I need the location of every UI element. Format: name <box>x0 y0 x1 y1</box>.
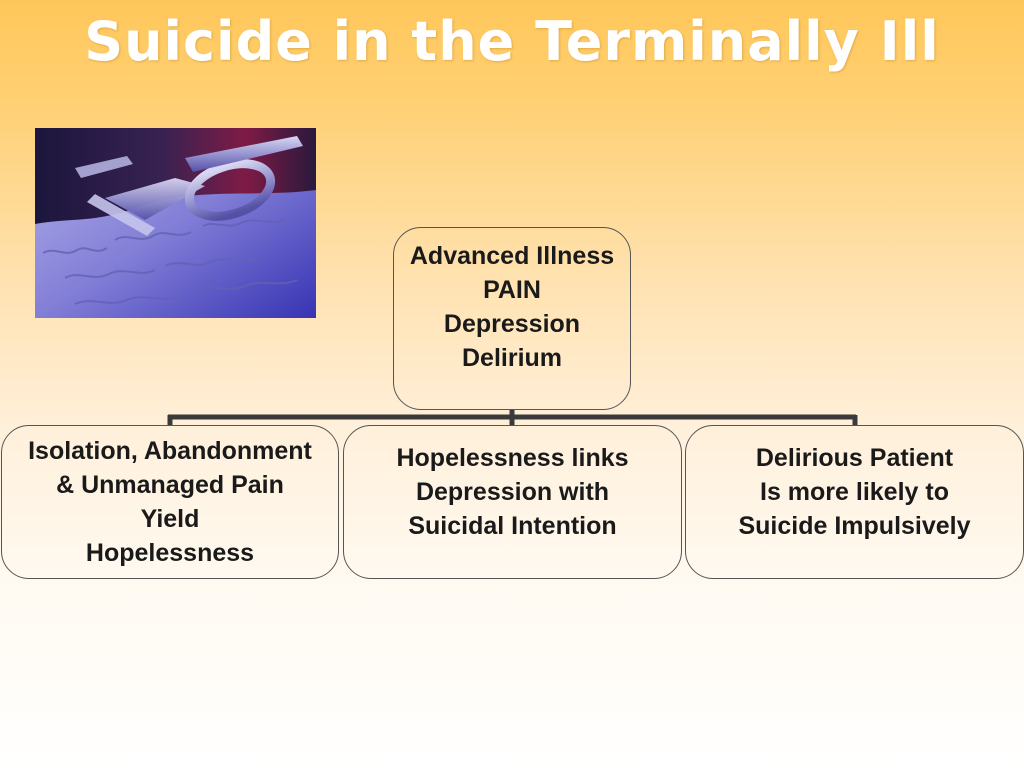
root-line-4: Delirium <box>461 344 563 372</box>
child-2-line-3: Suicidal Intention <box>408 512 617 540</box>
child-2-line-1: Hopelessness links <box>396 444 629 472</box>
root-box: Advanced Illness PAIN Depression Deliriu… <box>393 227 631 410</box>
slide-title: Suicide in the Terminally Ill <box>84 10 940 73</box>
child-1-line-2: & Unmanaged Pain <box>56 471 284 499</box>
child-1-line-4: Hopelessness <box>85 539 255 567</box>
child-2-line-2: Depression with <box>415 478 610 506</box>
child-3-line-1: Delirious Patient <box>755 444 954 472</box>
child-1-line-1: Isolation, Abandonment <box>28 437 312 465</box>
letter-and-pen-photo <box>35 128 316 318</box>
child-box-isolation: Isolation, Abandonment & Unmanaged Pain … <box>1 425 339 579</box>
root-line-3: Depression <box>443 310 581 338</box>
root-line-1: Advanced Illness <box>409 242 615 270</box>
child-3-line-3: Suicide Impulsively <box>738 512 971 540</box>
child-box-delirious: Delirious Patient Is more likely to Suic… <box>685 425 1024 579</box>
child-3-line-2: Is more likely to <box>760 478 949 506</box>
child-box-hopelessness: Hopelessness links Depression with Suici… <box>343 425 682 579</box>
root-line-2: PAIN <box>483 276 541 304</box>
child-1-line-3: Yield <box>140 505 200 533</box>
